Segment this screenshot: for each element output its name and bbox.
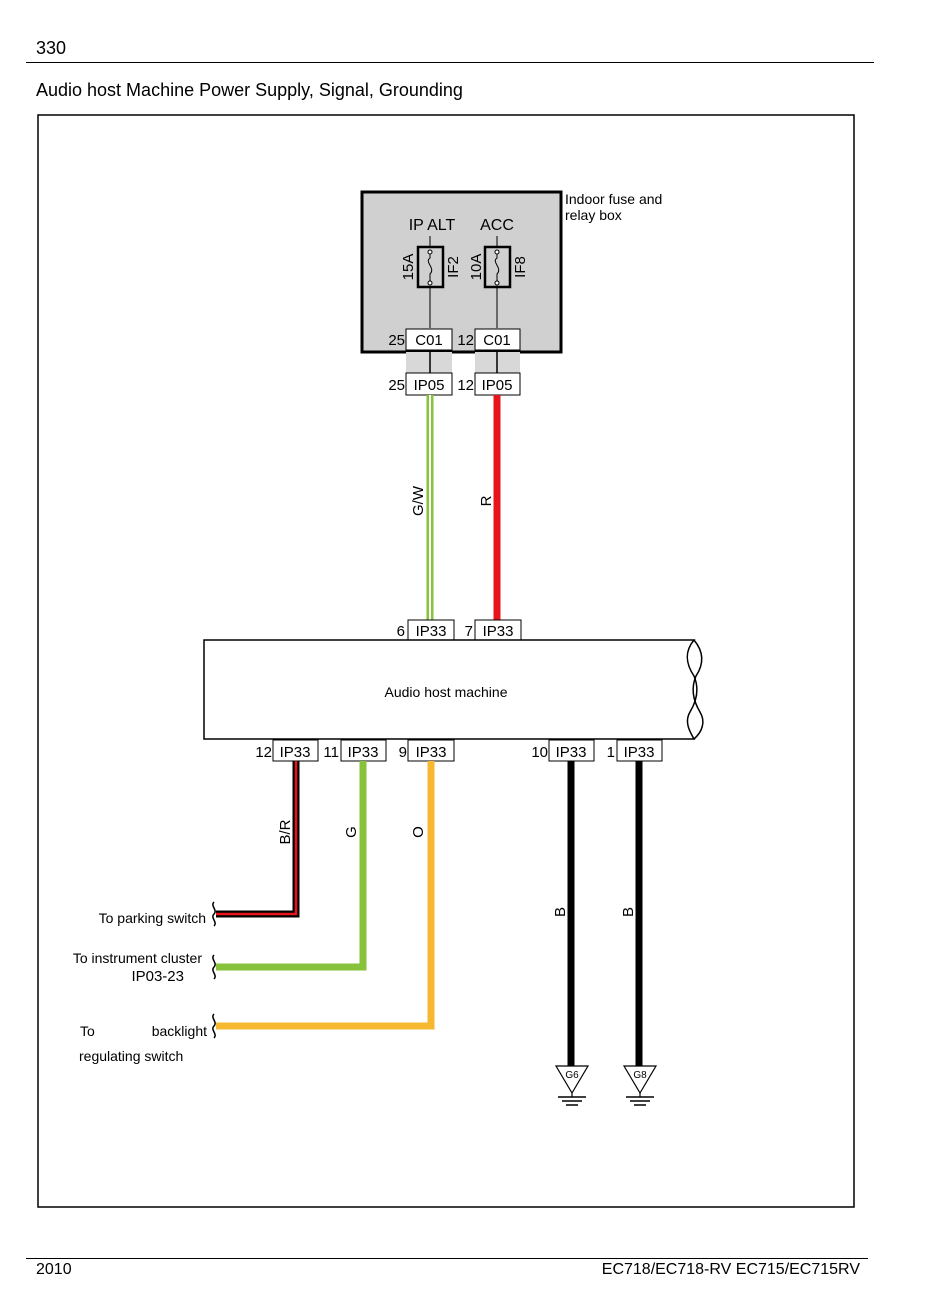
fuse-name-acc: ACC — [480, 217, 514, 234]
connector-link-left — [406, 352, 452, 373]
ip33-bottom-label-12: IP33 — [280, 744, 311, 761]
ip33-bottom-pin-12: 12 — [255, 744, 272, 761]
ip05-label-right: IP05 — [482, 377, 513, 394]
ground-g8-symbol — [622, 1065, 658, 1106]
break-mark-cluster — [212, 954, 216, 980]
ip33-bottom-pin-9: 9 — [399, 744, 407, 761]
footer-models: EC718/EC718-RV EC715/EC715RV — [601, 1261, 860, 1278]
audio-host-break-mark — [692, 639, 704, 740]
dest-instrument-cluster-pin: IP03-23 — [131, 968, 184, 985]
fuse-if2-element — [427, 251, 433, 283]
ip33-bottom-pin-1: 1 — [607, 744, 615, 761]
wire-label-o: O — [410, 826, 427, 838]
wire-g — [216, 761, 367, 971]
wire-label-b-r: B/R — [277, 819, 294, 844]
fuse-if8-id: IF8 — [512, 256, 529, 278]
break-mark-backlight — [212, 1013, 216, 1039]
fuse-box — [360, 190, 563, 354]
ip33-bottom-label-11: IP33 — [348, 744, 379, 761]
break-mark-parking — [212, 901, 216, 927]
fuse-if8-terminal-bottom — [494, 280, 500, 286]
footer-rule — [26, 1258, 868, 1259]
fuse-if8-element — [494, 251, 500, 283]
dest-backlight-line2: regulating switch — [79, 1048, 183, 1064]
fuse-box-label-line1: Indoor fuse and — [565, 191, 662, 207]
ground-g8-label: G8 — [633, 1070, 647, 1081]
fuse-if8-rating: 10A — [468, 254, 485, 281]
wire-label-b-g6: B — [552, 907, 569, 917]
fuse-if2-terminal-bottom — [427, 280, 433, 286]
ip33-top-label-7: IP33 — [483, 623, 514, 640]
audio-host-body — [203, 639, 698, 740]
ip05-pin-12: 12 — [457, 377, 474, 394]
ip33-top-pin-6: 6 — [397, 623, 405, 640]
ground-g6-symbol — [554, 1065, 590, 1106]
ip33-top-pin-7: 7 — [465, 623, 473, 640]
dest-backlight-word: backlight — [152, 1023, 207, 1039]
c01-label-right: C01 — [483, 332, 511, 349]
ground-g6-label: G6 — [565, 1070, 579, 1081]
ip05-label-left: IP05 — [414, 377, 445, 394]
ip33-bottom-label-9: IP33 — [416, 744, 447, 761]
page-title: Audio host Machine Power Supply, Signal,… — [36, 80, 463, 100]
dest-parking-switch: To parking switch — [99, 910, 206, 926]
wire-label-g: G — [343, 826, 360, 838]
wire-o — [216, 761, 435, 1030]
wire-label-g-w: G/W — [410, 485, 427, 516]
footer-year: 2010 — [36, 1261, 72, 1278]
dest-instrument-cluster: To instrument cluster — [73, 950, 202, 966]
fuse-if2-rating: 15A — [400, 254, 417, 281]
c01-connector-left — [405, 328, 453, 351]
ip33-top-label-6: IP33 — [416, 623, 447, 640]
dest-backlight-to: To — [80, 1023, 95, 1039]
ip33-bottom-pin-11: 11 — [323, 744, 339, 761]
ip05-pin-25: 25 — [388, 377, 405, 394]
page-number: 330 — [36, 38, 67, 58]
fuse-box-label-line2: relay box — [565, 207, 622, 223]
ip33-bottom-pin-10: 10 — [531, 744, 548, 761]
wire-label-b-g8: B — [620, 907, 637, 917]
header-rule — [26, 62, 874, 63]
diagram-frame — [37, 114, 855, 1208]
fuse-if8-terminal-top — [494, 249, 500, 255]
c01-pin-25: 25 — [388, 332, 405, 349]
audio-host-label: Audio host machine — [385, 684, 508, 700]
ip33-bottom-label-1: IP33 — [624, 744, 655, 761]
wire-label-r: R — [478, 495, 495, 506]
fuse-if2-id: IF2 — [445, 256, 462, 278]
wire-b-r — [216, 761, 300, 918]
c01-label-left: C01 — [415, 332, 443, 349]
fuse-name-ip-alt: IP ALT — [409, 217, 456, 234]
c01-pin-12: 12 — [457, 332, 474, 349]
ip33-bottom-label-10: IP33 — [556, 744, 587, 761]
fuse-if2-terminal-top — [427, 249, 433, 255]
